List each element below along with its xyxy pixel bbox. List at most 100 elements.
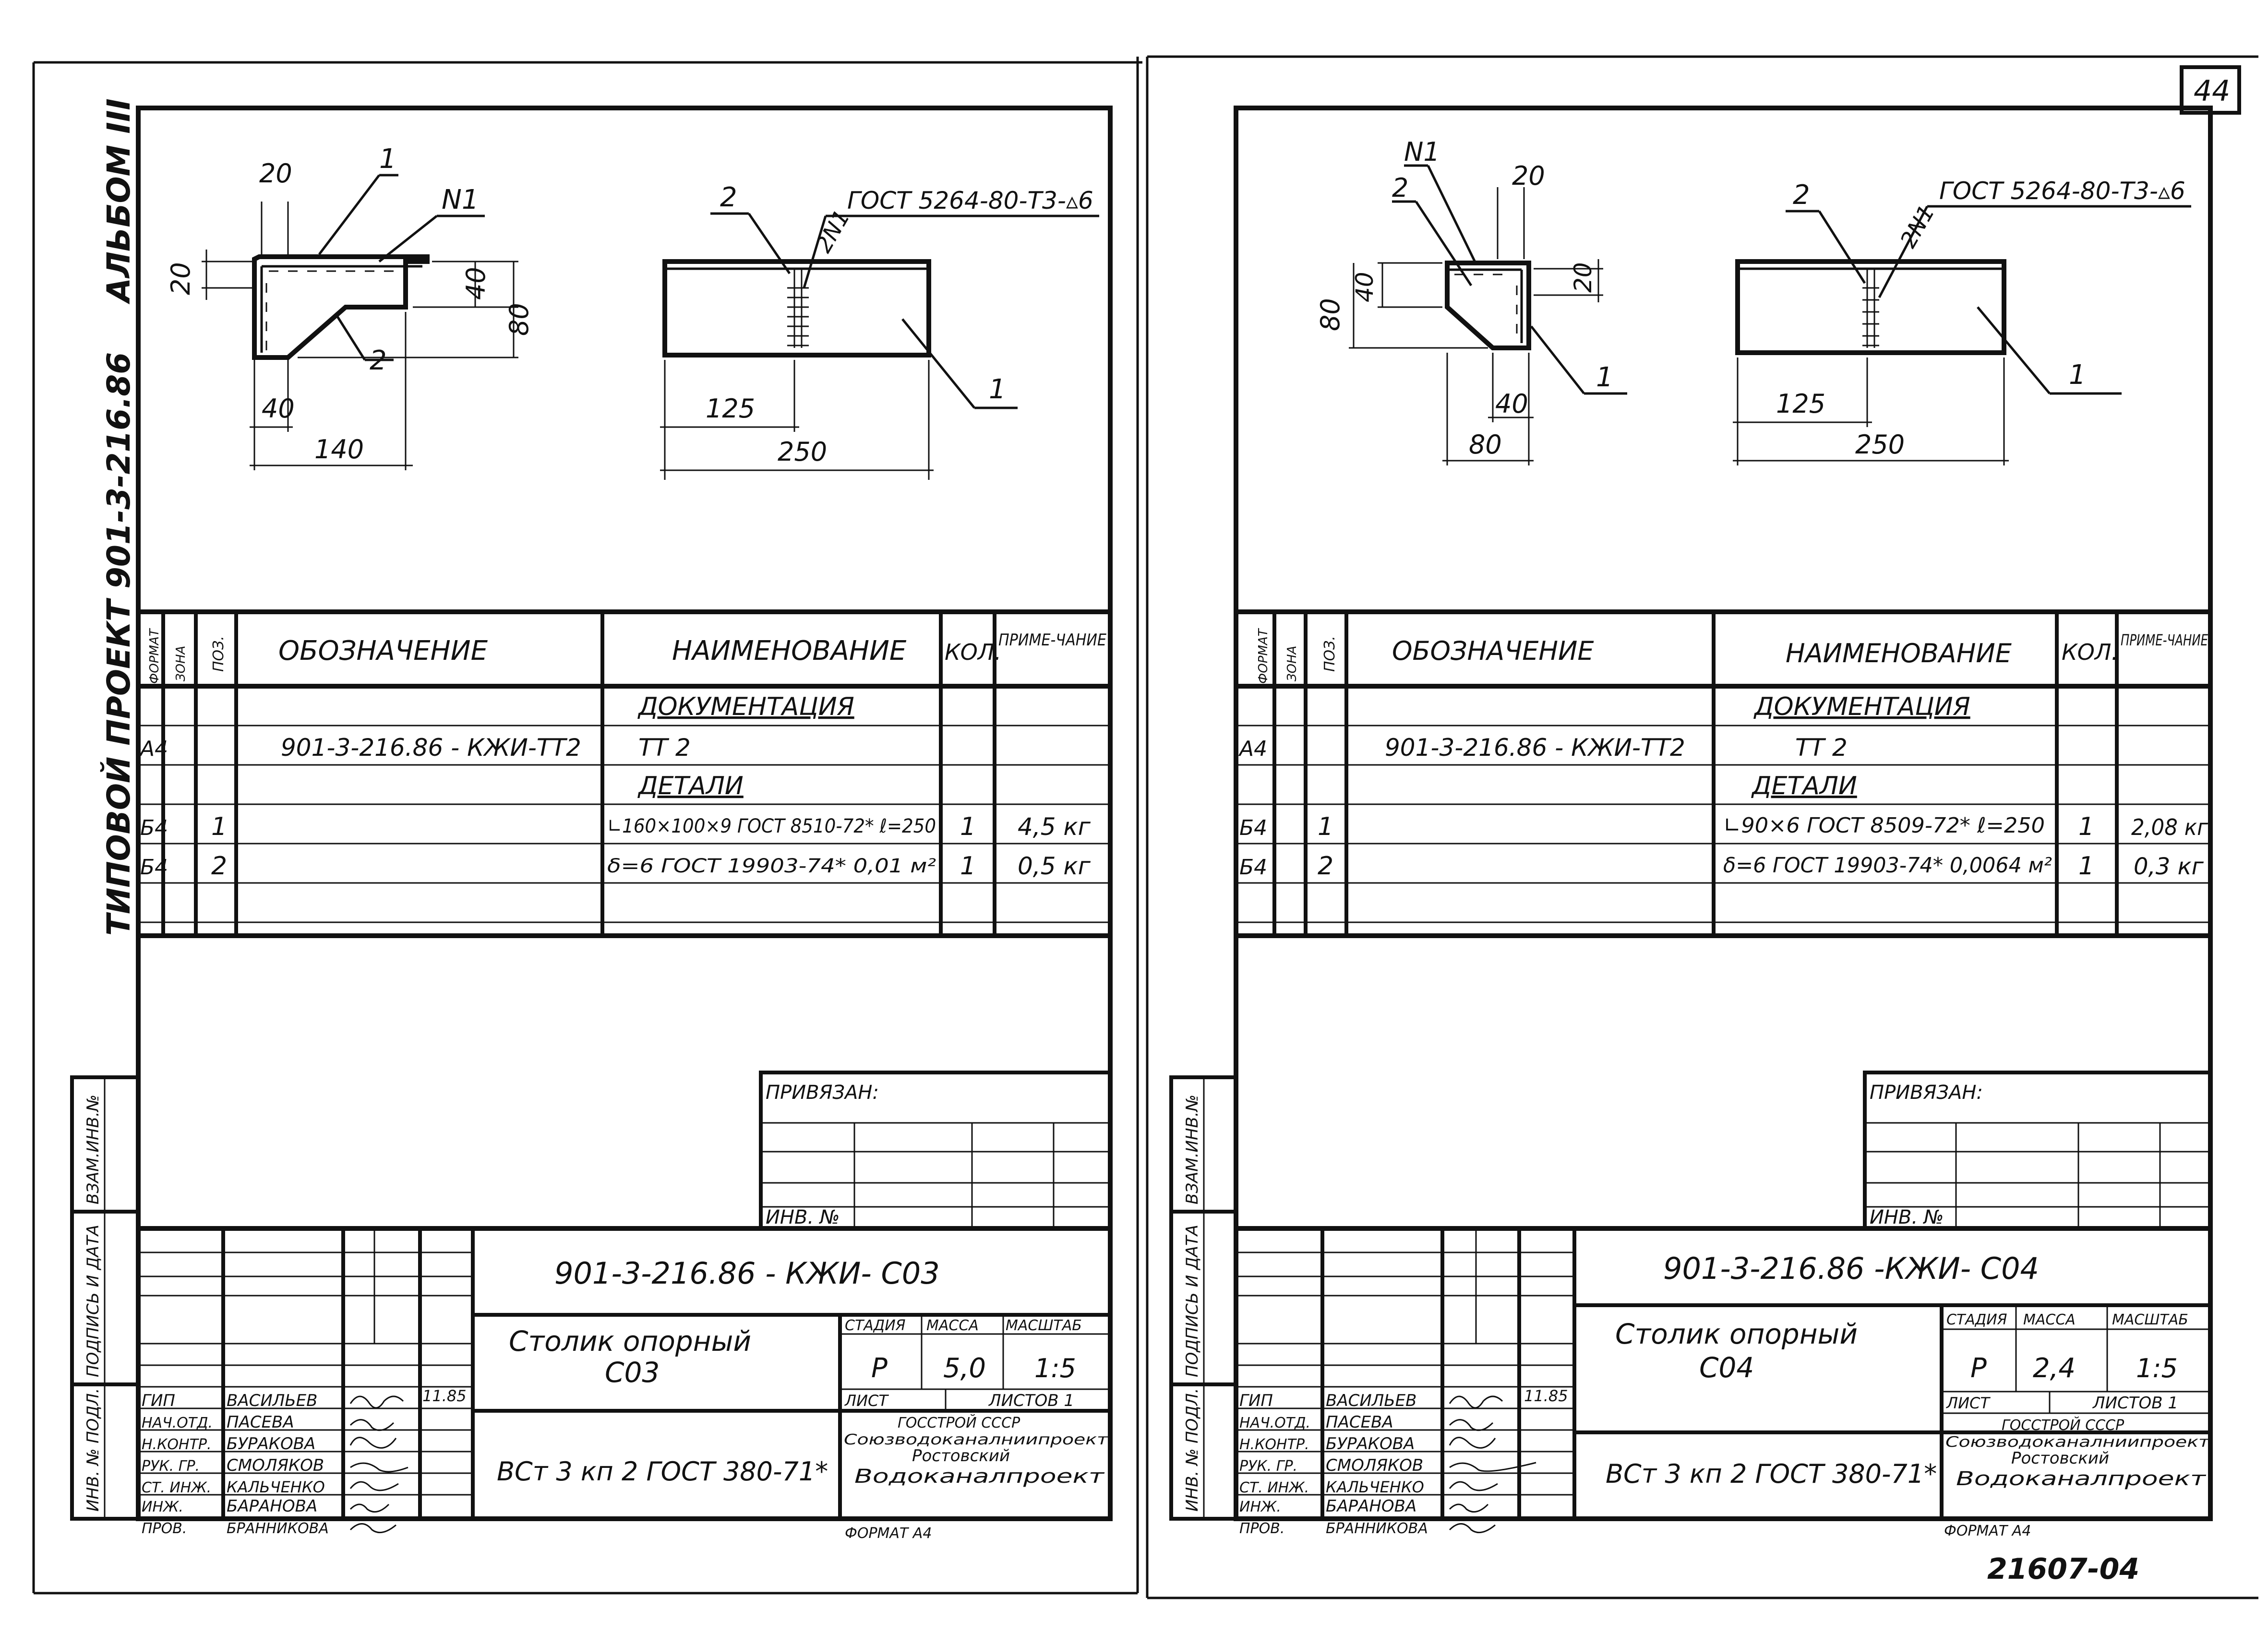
staff-r-name-7: БРАННИКОВА xyxy=(1326,1520,1428,1537)
staff-role-6: ИНЖ. xyxy=(142,1499,183,1515)
staff-role-2: НАЧ.ОТД. xyxy=(142,1415,213,1431)
sheets-count-right: ЛИСТОВ 1 xyxy=(2092,1394,2178,1413)
dim-right-sheet-40b: 40 xyxy=(1495,389,1528,419)
mass-label-right: МАССА xyxy=(2023,1311,2076,1328)
spec-r-row-doc-code: 901-3-216.86 - КЖИ-ТТ2 xyxy=(1385,734,1685,762)
spec-row1-name: ∟160×100×9 ГОСТ 8510-72* ℓ=250 xyxy=(607,815,936,837)
sheet-label-right: ЛИСТ xyxy=(1946,1394,1991,1412)
binding-box-right: ПРИВЯЗАН: ИНВ. № xyxy=(1863,1071,2212,1230)
side-label-inventory: ИНВ. № ПОДЛ. xyxy=(84,1388,103,1512)
side-view: 2 2N1 ГОСТ 5264-80-Т3-▵6 1 125 250 xyxy=(660,182,1099,480)
side-label-replace: ВЗАМ.ИНВ.№ xyxy=(84,1095,103,1204)
staff-r-role-3: Н.КОНТР. xyxy=(1239,1436,1309,1453)
dim-left-3: 40 xyxy=(461,267,491,300)
format-label: ФОРМАТ А4 xyxy=(845,1525,932,1542)
mark-rs-1: 1 xyxy=(1596,362,1613,393)
sheets-count: ЛИСТОВ 1 xyxy=(988,1391,1074,1410)
spec-r-row-format-a4: А4 xyxy=(1238,737,1267,761)
mark-rv-2n1: 2N1 xyxy=(1895,201,1940,252)
mark-right-1: 1 xyxy=(989,374,1006,405)
binding-label-right: ПРИВЯЗАН: xyxy=(1870,1082,1983,1104)
spec-r-header-zone: ЗОНА xyxy=(1285,646,1299,681)
inv-label-right: ИНВ. № xyxy=(1870,1206,1944,1228)
spec-r-header-qty: КОЛ. xyxy=(2062,639,2118,665)
spec-r-row1-qty: 1 xyxy=(2078,812,2094,841)
staff-role-1: ГИП xyxy=(142,1391,175,1410)
spec-row1-format: Б4 xyxy=(140,816,168,840)
spec-r-row-documentation: ДОКУМЕНТАЦИЯ xyxy=(1753,692,1970,721)
spec-r-row1-pos: 1 xyxy=(1318,812,1333,841)
spec-r-header-designation: ОБОЗНАЧЕНИЕ xyxy=(1392,636,1594,666)
dim-right-250: 250 xyxy=(778,437,827,467)
spec-header-note: ПРИМЕ-ЧАНИЕ xyxy=(998,631,1106,650)
dim-right-sheet-80a: 80 xyxy=(1315,298,1345,331)
spec-r-row1-mass: 2,08 кг xyxy=(2131,814,2208,840)
org-1-right: ГОССТРОЙ СССР xyxy=(2002,1417,2124,1434)
date-value-right: 11.85 xyxy=(1524,1387,1568,1405)
spec-r-row2-name: δ=6 ГОСТ 19903-74* 0,0064 м² xyxy=(1723,853,2052,878)
album-label: АЛЬБОМ III xyxy=(100,98,137,305)
cross-section-view: 20 20 40 80 40 140 1 N1 2 xyxy=(166,143,534,470)
side-label-signature: ПОДПИСЬ И ДАТА xyxy=(84,1225,103,1377)
spec-header-qty: КОЛ. xyxy=(945,639,1001,665)
spec-row-details: ДЕТАЛИ xyxy=(637,772,744,800)
title-code-right: 901-3-216.86 -КЖИ- С04 xyxy=(1663,1251,2039,1286)
spec-r-header-pos: ПОЗ. xyxy=(1321,636,1338,672)
staff-name-4: СМОЛЯКОВ xyxy=(227,1456,324,1475)
dim-left-6: 140 xyxy=(314,434,364,465)
mark-rs-2: 2 xyxy=(1392,173,1408,203)
title-name-1-right: Столик опорный xyxy=(1615,1318,1858,1350)
side-label-inventory-r: ИНВ. № ПОДЛ. xyxy=(1183,1388,1202,1512)
mark-left-1: 1 xyxy=(379,143,396,175)
scale-value: 1:5 xyxy=(1034,1353,1076,1383)
dim-right-sheet-20a: 20 xyxy=(1512,161,1545,191)
staff-r-name-6: БАРАНОВА xyxy=(1326,1497,1416,1516)
title-name-2: С03 xyxy=(605,1356,660,1389)
spec-table: ФОРМАТ ЗОНА ПОЗ. ОБОЗНАЧЕНИЕ НАИМЕНОВАНИ… xyxy=(138,609,1110,938)
side-stub-right: ВЗАМ.ИНВ.№ ПОДПИСЬ И ДАТА ИНВ. № ПОДЛ. xyxy=(1169,1075,1238,1521)
spec-row2-qty: 1 xyxy=(960,852,976,881)
dim-rv-250: 250 xyxy=(1855,429,1905,460)
mark-rs-n1: N1 xyxy=(1404,137,1440,167)
spec-r-header-format: ФОРМАТ xyxy=(1256,628,1271,684)
staff-r-role-6: ИНЖ. xyxy=(1239,1499,1281,1515)
cross-section-view-right: 20 20 40 80 40 80 N1 2 1 xyxy=(1315,137,1627,465)
scale-value-right: 1:5 xyxy=(2136,1353,2178,1383)
title-name-1: Столик опорный xyxy=(509,1325,751,1358)
mass-label: МАССА xyxy=(926,1317,979,1334)
mark-left-2: N1 xyxy=(442,184,479,215)
org-3: Ростовский xyxy=(912,1446,1010,1465)
stage-value-right: Р xyxy=(1970,1353,1987,1384)
staff-r-name-3: БУРАКОВА xyxy=(1326,1434,1415,1453)
spec-row2-format: Б4 xyxy=(140,855,168,880)
staff-role-5: СТ. ИНЖ. xyxy=(142,1479,211,1496)
org-4-right: Водоканалпроект xyxy=(1956,1468,2207,1490)
stage-label-right: СТАДИЯ xyxy=(1946,1311,2007,1328)
title-code: 901-3-216.86 - КЖИ- С03 xyxy=(554,1256,940,1291)
mass-value-right: 2,4 xyxy=(2033,1353,2076,1384)
dim-right-sheet-80b: 80 xyxy=(1469,429,1502,460)
spec-r-row-details: ДЕТАЛИ xyxy=(1751,772,1857,800)
signatures xyxy=(349,1395,408,1534)
staff-name-1: ВАСИЛЬЕВ xyxy=(227,1391,317,1410)
dim-left-1: 20 xyxy=(259,158,292,189)
inv-label: ИНВ. № xyxy=(766,1206,840,1228)
spec-r-row-doc-name: ТТ 2 xyxy=(1795,734,1848,762)
footer-code: 21607-04 xyxy=(1987,1552,2139,1586)
spec-header-designation: ОБОЗНАЧЕНИЕ xyxy=(278,635,488,667)
scale-label: МАСШТАБ xyxy=(1006,1317,1082,1334)
title-material-right: ВСт 3 кп 2 ГОСТ 380-71* xyxy=(1606,1459,1937,1489)
dim-right-sheet-40a: 40 xyxy=(1351,272,1379,302)
spec-r-row2-qty: 1 xyxy=(2078,852,2094,881)
org-3-right: Ростовский xyxy=(2011,1449,2109,1468)
side-label-signature-r: ПОДПИСЬ И ДАТА xyxy=(1183,1225,1202,1377)
spec-header-format: ФОРМАТ xyxy=(147,628,162,684)
staff-r-name-4: СМОЛЯКОВ xyxy=(1326,1456,1423,1475)
staff-name-7: БРАННИКОВА xyxy=(227,1520,329,1537)
spec-r-row1-name: ∟90×6 ГОСТ 8509-72* ℓ=250 xyxy=(1723,813,2045,838)
scale-label-right: МАСШТАБ xyxy=(2112,1311,2188,1328)
dim-left-5: 40 xyxy=(262,393,295,424)
staff-role-3: Н.КОНТР. xyxy=(142,1436,212,1453)
staff-role-7: ПРОВ. xyxy=(142,1520,187,1537)
org-2-right: Союзводоканалниипроект xyxy=(1945,1434,2210,1451)
